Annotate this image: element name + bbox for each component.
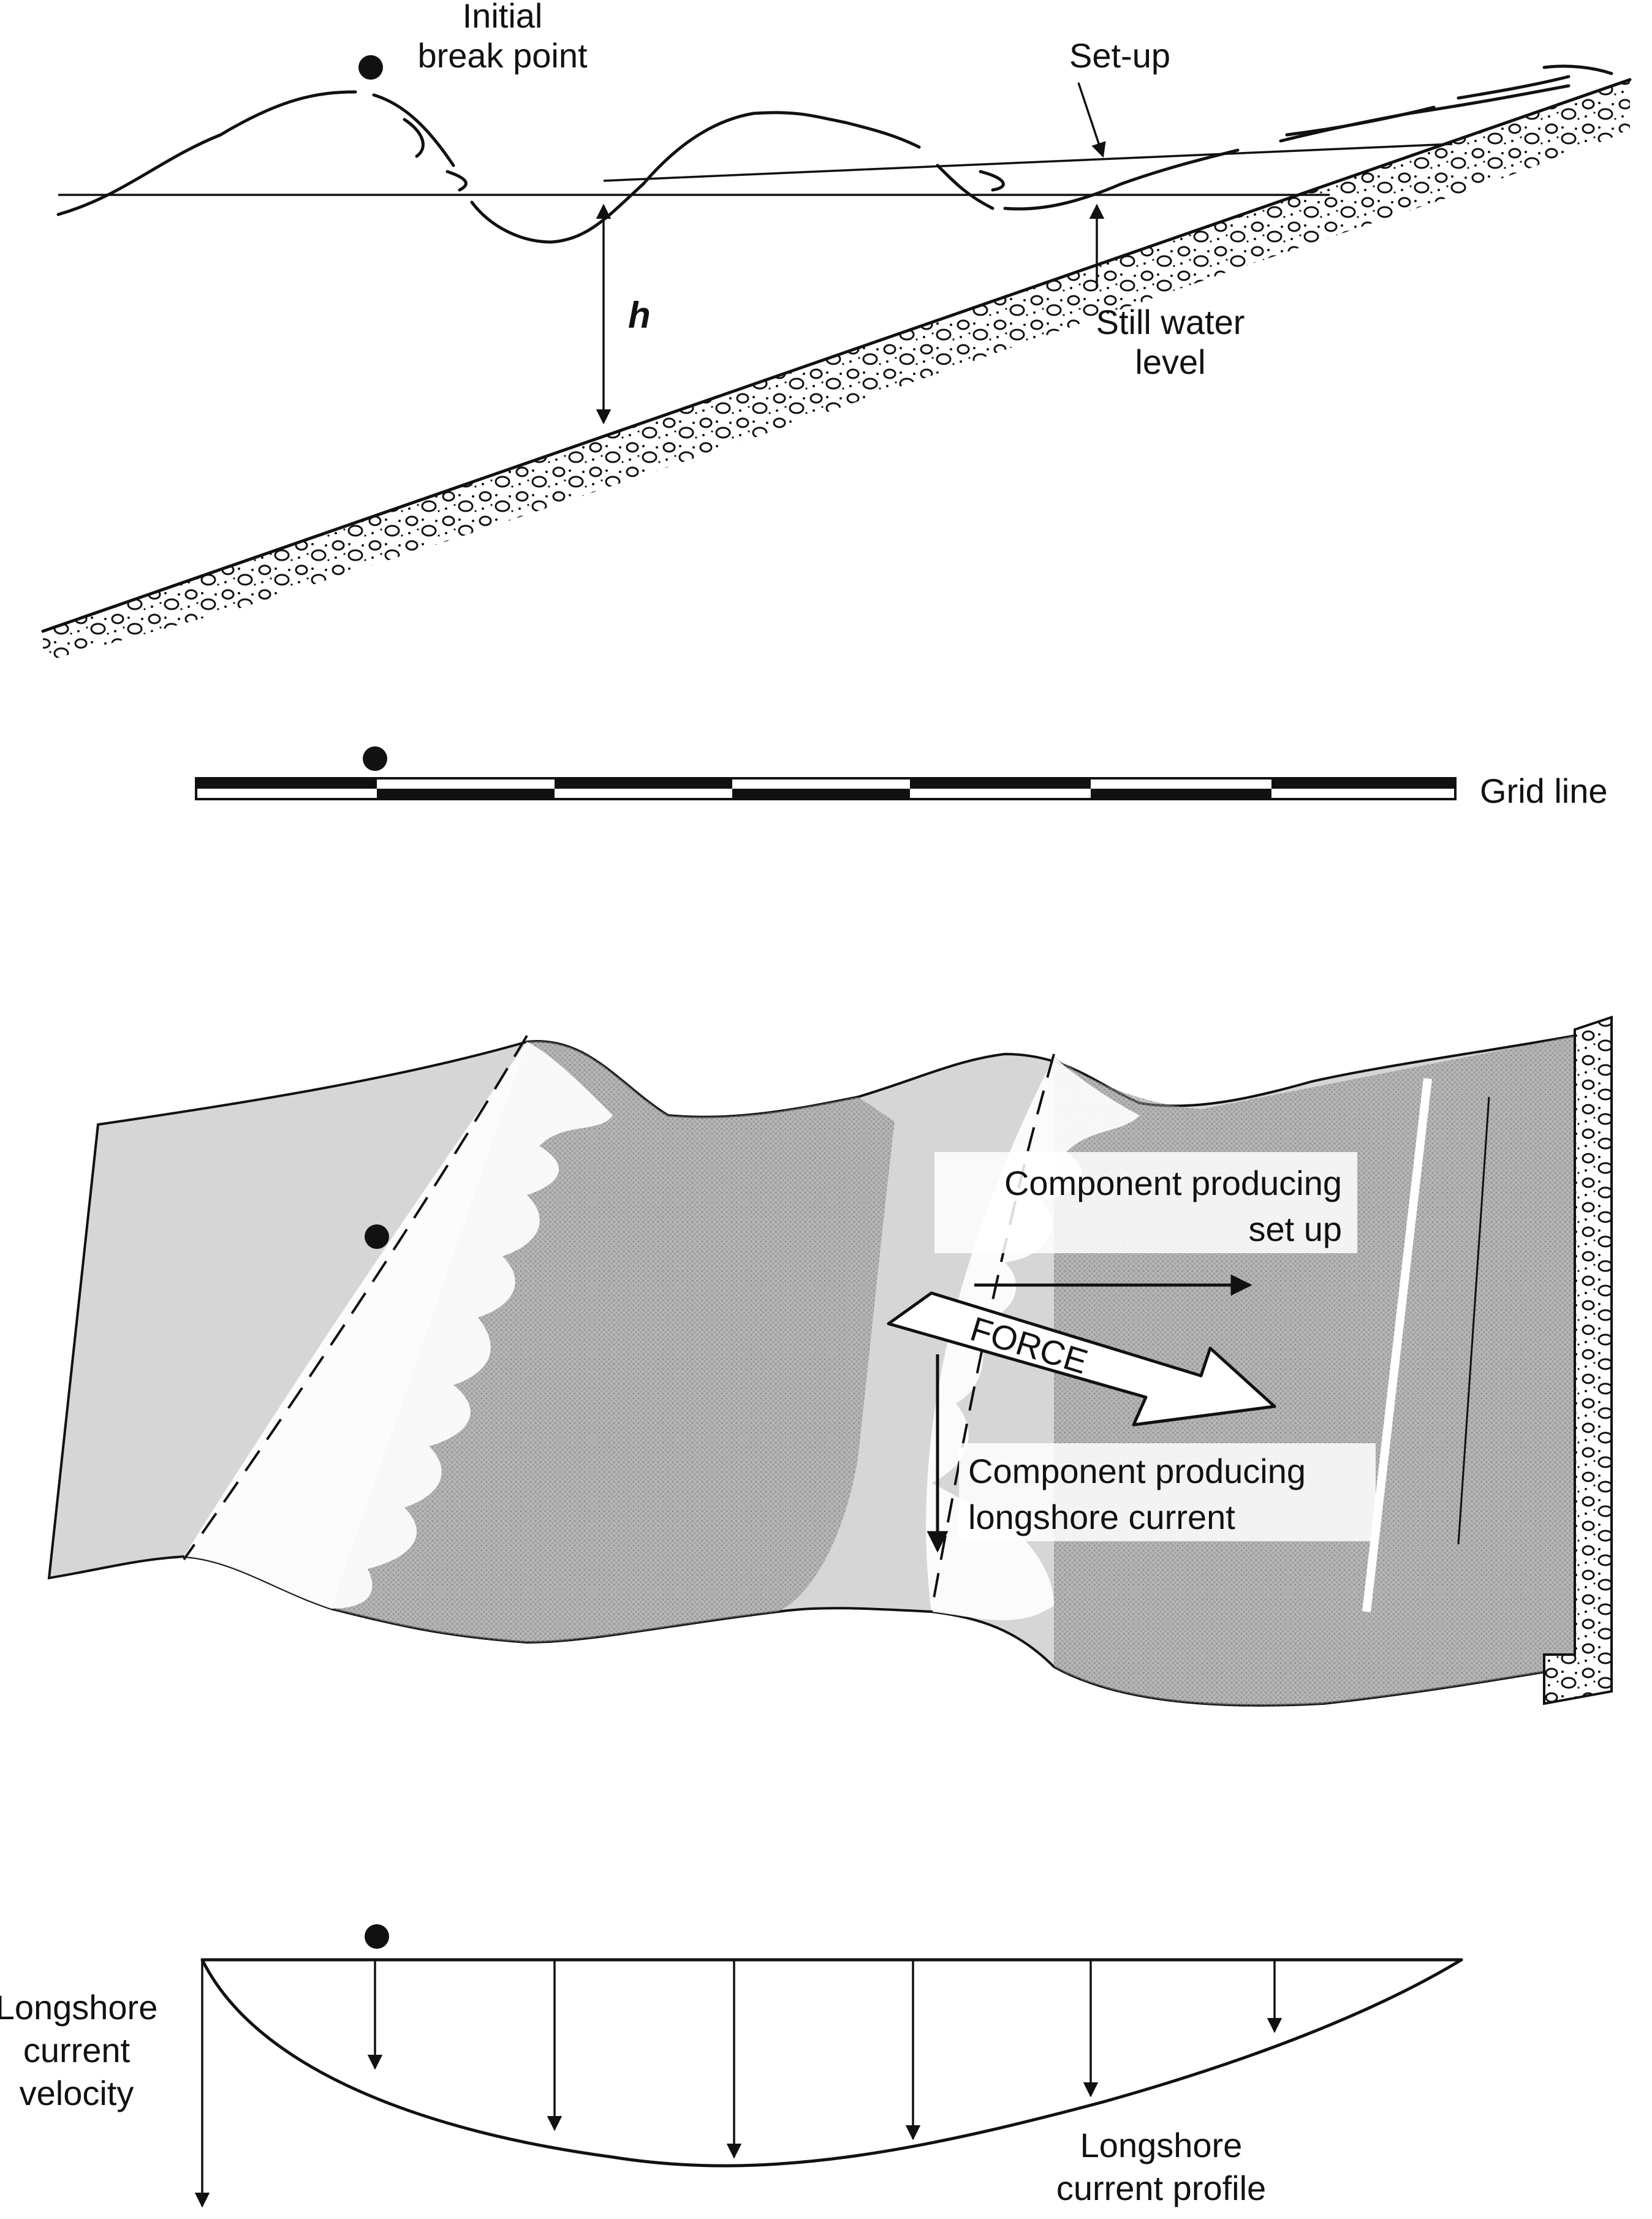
wave-profile: [56, 84, 1571, 244]
grid-line-section: Grid line: [195, 746, 1608, 810]
beach-profile-section: Initial break point Set-up h Still water…: [41, 0, 1632, 662]
velocity-label-2: current: [23, 2031, 131, 2069]
velocity-profile-curve: [200, 1958, 1463, 2168]
grid-segment-5: [910, 778, 1091, 789]
depth-symbol: h: [628, 295, 651, 336]
grid-break-point-dot: [363, 746, 387, 771]
breaker-foam-band-1: [184, 1042, 613, 1609]
force-arrow: [887, 1291, 1276, 1427]
shore-streak-2: [1457, 1096, 1490, 1545]
grid-segment-3: [555, 778, 732, 789]
longshore-component-label-1: Component producing: [968, 1452, 1306, 1490]
water-dark-band-1: [331, 1041, 895, 1642]
initial-break-point-label-1: Initial: [463, 0, 543, 35]
grid-line-label: Grid line: [1480, 772, 1608, 810]
wave-crest-1: [183, 1034, 528, 1561]
breaker-foam-1: [403, 118, 1005, 192]
shore-streak-1: [1362, 1078, 1432, 1612]
longshore-component-label-2: longshore current: [968, 1498, 1235, 1536]
still-water-label-1: Still water: [1096, 303, 1245, 341]
grid-segment-7: [1271, 778, 1455, 789]
grid-segment-1: [196, 778, 377, 789]
plan-view-section: Component producing set up FORCE Compone…: [47, 1015, 1613, 1707]
longshore-component-label-bg: [959, 1443, 1376, 1541]
setup-component-label-2: set up: [1248, 1210, 1342, 1248]
seabed-surface: [41, 78, 1632, 633]
setup-component-label-1: Component producing: [1004, 1164, 1342, 1202]
shoreline-beach: [1543, 1015, 1613, 1705]
initial-break-point-label-2: break point: [417, 36, 588, 75]
setup-label: Set-up: [1069, 36, 1170, 75]
seabed: [43, 80, 1630, 662]
grid-segment-2: [377, 789, 555, 799]
setup-line: [603, 143, 1453, 182]
profile-label-2: current profile: [1056, 2169, 1266, 2207]
grid-segment-6: [1091, 789, 1271, 799]
setup-pointer-arrow: [1077, 82, 1106, 158]
velocity-profile-section: Longshore current velocity Longshore cur…: [0, 1924, 1463, 2208]
initial-break-point-dot: [358, 55, 383, 80]
velocity-label-1: Longshore: [0, 1988, 157, 2027]
setup-component-label-bg: [934, 1152, 1357, 1253]
profile-label-1: Longshore: [1080, 2126, 1243, 2164]
grid-segment-4: [732, 789, 910, 799]
plan-break-point-dot: [365, 1224, 389, 1249]
velocity-break-point-dot: [365, 1924, 389, 1949]
still-water-label-2: level: [1135, 343, 1205, 381]
breaker-foam-2: [1285, 64, 1613, 137]
velocity-label-3: velocity: [20, 2074, 134, 2112]
